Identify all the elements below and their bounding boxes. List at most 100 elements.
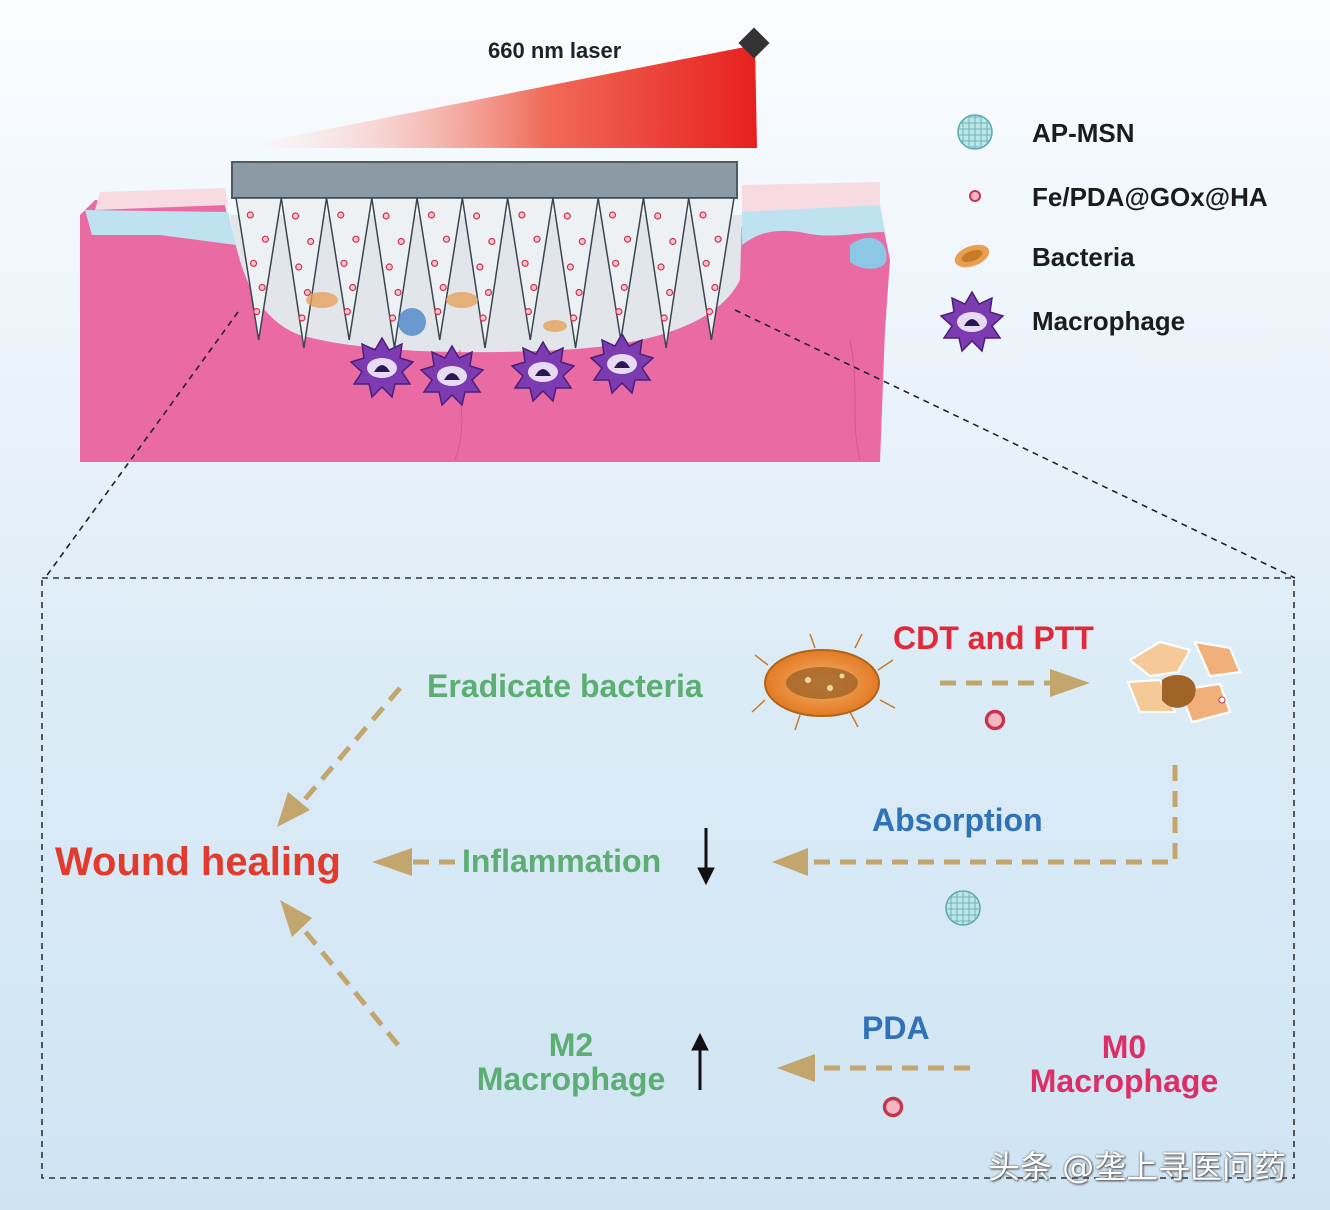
nanoparticle-dot xyxy=(575,288,583,297)
bacterium-intact-icon xyxy=(751,633,896,731)
nanoparticle-dot xyxy=(533,235,541,243)
nanoparticle-dot xyxy=(705,308,714,316)
nanoparticle-dot xyxy=(389,314,397,322)
m0-macrophage-label: M0 Macrophage xyxy=(1018,1030,1230,1098)
nanoparticle-dot xyxy=(253,308,261,316)
laser-label: 660 nm laser xyxy=(488,38,622,63)
m2-macrophage-text: Macrophage xyxy=(476,1061,666,1097)
nanoparticle-dot xyxy=(699,211,707,219)
nanoparticle-dot xyxy=(578,237,586,246)
nanoparticle-dot xyxy=(337,211,345,219)
legend-label-macrophage: Macrophage xyxy=(1032,306,1186,336)
nanoparticle-dot xyxy=(563,212,571,220)
nanoparticle-dot xyxy=(476,263,484,271)
bacteria-icon xyxy=(954,244,990,268)
nanoparticle-dot xyxy=(488,237,496,246)
m2-label: M2 xyxy=(548,1027,594,1063)
nanoparticle-dot xyxy=(518,211,526,219)
microneedle xyxy=(552,197,600,349)
microneedle xyxy=(280,197,328,349)
m0-macrophage-text: Macrophage xyxy=(1029,1063,1219,1099)
microneedle xyxy=(325,197,373,341)
nanoparticle-dot xyxy=(258,283,266,292)
microneedle xyxy=(506,197,554,341)
fe-pda-nanoparticle-icon xyxy=(882,1096,904,1118)
nanoparticle-dot xyxy=(382,212,390,220)
nanoparticle-dot xyxy=(303,288,311,297)
nanoparticle-dot xyxy=(343,308,351,316)
m2-macrophage-label: M2 Macrophage xyxy=(466,1028,676,1096)
nanoparticle-dot xyxy=(431,259,439,267)
nanoparticle-dot xyxy=(397,237,405,246)
nanoparticle-dot xyxy=(530,283,538,292)
microneedle xyxy=(687,197,735,341)
decrease-arrow-icon xyxy=(697,828,715,886)
microneedle xyxy=(642,197,690,349)
eradicate-bacteria-label: Eradicate bacteria xyxy=(427,668,703,704)
nanoparticle-dot xyxy=(569,314,578,322)
nanoparticle-dot xyxy=(665,288,674,297)
microneedle xyxy=(416,197,464,341)
nanoparticle-dot xyxy=(566,263,575,271)
nanoparticle-dot xyxy=(307,237,315,246)
nanoparticle-dot xyxy=(291,212,300,220)
watermark: 头条 @垄上寻医问药 xyxy=(988,1148,1287,1186)
nanoparticle-dot xyxy=(711,283,719,292)
nanoparticle-dot xyxy=(427,211,435,219)
nanoparticle-dot xyxy=(612,259,620,267)
nanoparticle-dot xyxy=(521,259,529,267)
nanoparticle-dot xyxy=(298,314,306,322)
nanoparticle-dot xyxy=(484,288,493,297)
macrophage-icon xyxy=(940,291,1004,352)
microneedle xyxy=(235,197,283,341)
mechanism-arrows xyxy=(298,680,1178,1071)
nanoparticle-dot xyxy=(261,235,269,243)
nanoparticle-dot xyxy=(394,288,402,297)
nanoparticle-dot xyxy=(249,259,258,267)
nanoparticle-dot xyxy=(702,259,710,267)
cdt-ptt-label: CDT and PTT xyxy=(893,620,1094,656)
m0-label: M0 xyxy=(1101,1029,1147,1065)
pda-label: PDA xyxy=(862,1010,930,1046)
legend-label-ap-msn: AP-MSN xyxy=(1032,118,1135,148)
ap-msn-icon xyxy=(945,890,981,926)
nanoparticle-dot xyxy=(623,235,632,243)
fe-pda-nanoparticle-icon xyxy=(969,190,981,202)
nanoparticle-dot xyxy=(385,263,393,271)
microneedle xyxy=(461,197,509,349)
bacterium-destroyed-icon xyxy=(1126,640,1242,724)
mechanism-box xyxy=(41,577,1295,1179)
nanoparticle-dot xyxy=(434,308,442,316)
legend xyxy=(940,114,1004,352)
nanoparticle-dot xyxy=(442,235,451,243)
nanoparticle-dot xyxy=(660,314,668,322)
nanoparticle-dot xyxy=(657,263,665,271)
nanoparticle-dot xyxy=(620,283,628,292)
wound-healing-label: Wound healing xyxy=(55,840,341,884)
nanoparticle-dot xyxy=(295,263,303,271)
needle-nanoparticles xyxy=(246,211,722,322)
inflammation-label: Inflammation xyxy=(462,843,662,879)
bacteria-cluster-top xyxy=(306,292,567,336)
legend-label-bacteria: Bacteria xyxy=(1032,242,1135,272)
nanoparticle-dot xyxy=(479,314,487,322)
microneedle-patch xyxy=(231,161,738,349)
nanoparticle-dot xyxy=(654,212,662,220)
nanoparticle-dot xyxy=(669,237,677,246)
absorption-label: Absorption xyxy=(872,802,1043,838)
zoom-line-right xyxy=(734,309,1296,579)
nanoparticle-dot xyxy=(246,211,254,219)
nanoparticle-dot xyxy=(524,308,533,316)
microneedle xyxy=(597,197,645,341)
microneedle xyxy=(370,197,418,349)
nanoparticle-dot xyxy=(714,235,722,243)
nanoparticle-dot xyxy=(349,283,357,292)
patch-backing xyxy=(231,161,738,199)
nanoparticle-dot xyxy=(615,308,623,316)
nanoparticle-dot xyxy=(439,283,447,292)
nanoparticle-dot xyxy=(473,212,481,220)
nanoparticle-dot xyxy=(352,235,360,243)
legend-label-fe-pda: Fe/PDA@GOx@HA xyxy=(1032,182,1268,212)
fe-pda-nanoparticle-icon xyxy=(984,709,1006,731)
